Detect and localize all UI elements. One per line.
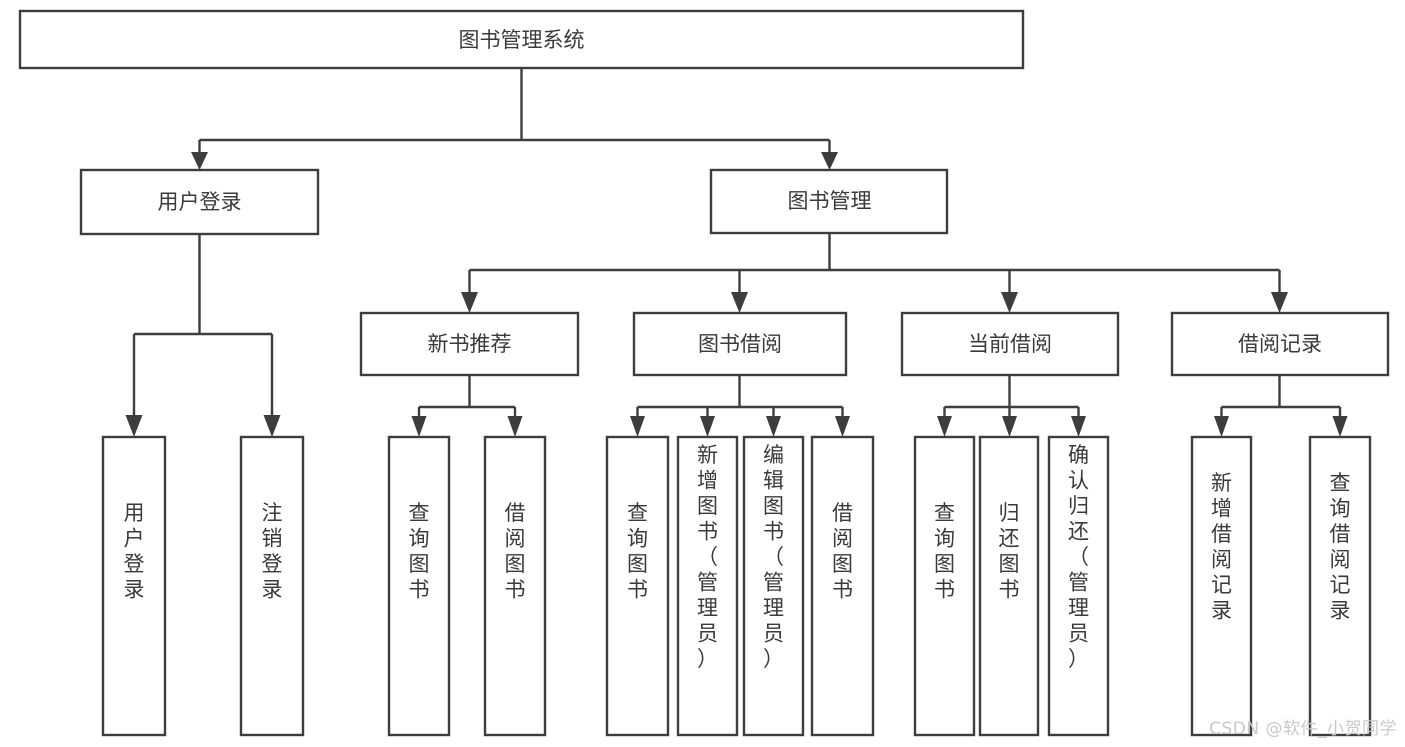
- node-leaf-user-login-label: 用户登录: [124, 501, 145, 602]
- node-book-manage[interactable]: 图书管理: [709, 168, 949, 235]
- node-leaf-rec-query-record-label: 查询借阅记录: [1330, 471, 1351, 623]
- arrow-head-new-book-rec: [461, 292, 478, 313]
- arrow-head-book-borrow: [731, 292, 748, 313]
- node-leaf-rec-query-book[interactable]: 查询图书: [387, 435, 451, 737]
- node-leaf-borrow-add-book-label: 新增图书（管理员）: [697, 443, 718, 671]
- node-leaf-user-logout-label: 注销登录: [262, 501, 283, 602]
- node-leaf-rec-add-record-label: 新增借阅记录: [1211, 471, 1232, 623]
- node-leaf-borrow-borrow-book-label: 借阅图书: [832, 501, 853, 602]
- node-leaf-borrow-edit-book-box[interactable]: [742, 435, 805, 737]
- node-user-login[interactable]: 用户登录: [79, 168, 320, 236]
- arrow-head-book-manage: [821, 152, 838, 170]
- node-root[interactable]: 图书管理系统: [18, 9, 1025, 70]
- arrow-head-leaf-borrow-borrow-book: [835, 416, 850, 437]
- node-leaf-user-login-box[interactable]: [101, 435, 167, 737]
- arrow-head-leaf-rec-query-record: [1332, 416, 1348, 437]
- arrow-head-leaf-cur-confirm-return: [1071, 416, 1086, 437]
- csdn-watermark: CSDN @软件_小贺同学: [1209, 719, 1397, 739]
- node-leaf-borrow-query-book-box[interactable]: [605, 435, 670, 737]
- node-current-borrow-label: 当前借阅: [968, 332, 1052, 356]
- node-leaf-borrow-add-book[interactable]: 新增图书（管理员）: [676, 435, 739, 737]
- node-leaf-borrow-query-book[interactable]: 查询图书: [605, 435, 670, 737]
- node-leaf-borrow-edit-book-label: 编辑图书（管理员）: [763, 443, 784, 671]
- node-leaf-cur-query-book-box[interactable]: [913, 435, 976, 737]
- node-leaf-cur-confirm-return[interactable]: 确认归还（管理员）: [1047, 435, 1110, 737]
- node-leaf-rec-query-record-box[interactable]: [1308, 435, 1372, 737]
- node-leaf-user-logout[interactable]: 注销登录: [239, 435, 305, 737]
- arrow-head-leaf-cur-return-book: [1002, 416, 1017, 437]
- node-leaf-cur-return-book-label: 归还图书: [999, 501, 1020, 602]
- node-leaf-rec-query-record[interactable]: 查询借阅记录: [1308, 435, 1372, 737]
- node-leaf-rec-query-book-label: 查询图书: [409, 501, 430, 602]
- node-leaf-cur-query-book-label: 查询图书: [934, 501, 955, 602]
- node-leaf-rec-borrow-book-box[interactable]: [483, 435, 547, 737]
- arrow-head-current-borrow: [1001, 292, 1018, 313]
- node-leaf-borrow-query-book-label: 查询图书: [627, 501, 648, 602]
- node-new-book-rec-label: 新书推荐: [428, 332, 512, 356]
- node-user-login-label: 用户登录: [158, 190, 242, 214]
- node-leaf-rec-borrow-book-label: 借阅图书: [505, 501, 526, 602]
- node-current-borrow-box[interactable]: [900, 311, 1120, 377]
- node-leaf-borrow-borrow-book-box[interactable]: [810, 435, 875, 737]
- node-book-borrow[interactable]: 图书借阅: [632, 311, 848, 377]
- node-book-manage-box[interactable]: [709, 168, 949, 235]
- node-borrow-record-box[interactable]: [1170, 311, 1390, 377]
- node-leaf-cur-confirm-return-label: 确认归还（管理员）: [1068, 443, 1089, 671]
- arrow-head-leaf-borrow-edit-book: [766, 416, 781, 437]
- arrow-head-leaf-borrow-add-book: [700, 416, 715, 437]
- arrow-head-borrow-record: [1271, 292, 1288, 313]
- node-leaf-rec-add-record[interactable]: 新增借阅记录: [1190, 435, 1253, 737]
- node-leaf-borrow-edit-book[interactable]: 编辑图书（管理员）: [742, 435, 805, 737]
- node-leaf-cur-return-book-box[interactable]: [978, 435, 1040, 737]
- arrow-head-user-login: [191, 152, 208, 170]
- node-user-login-box[interactable]: [79, 168, 320, 236]
- node-leaf-user-logout-box[interactable]: [239, 435, 305, 737]
- arrow-head-leaf-borrow-query-book: [630, 416, 645, 437]
- node-new-book-rec-box[interactable]: [359, 311, 580, 377]
- node-current-borrow[interactable]: 当前借阅: [900, 311, 1120, 377]
- arrow-head-leaf-user-login: [125, 415, 143, 437]
- arrow-head-leaf-rec-add-record: [1214, 416, 1229, 437]
- arrow-head-leaf-rec-borrow-book: [507, 416, 523, 437]
- arrow-head-leaf-rec-query-book: [411, 416, 427, 437]
- node-leaf-borrow-add-book-box[interactable]: [676, 435, 739, 737]
- node-borrow-record-label: 借阅记录: [1238, 332, 1322, 356]
- node-leaf-borrow-borrow-book[interactable]: 借阅图书: [810, 435, 875, 737]
- node-leaf-cur-confirm-return-box[interactable]: [1047, 435, 1110, 737]
- connector-layer: [125, 68, 1348, 437]
- arrow-head-leaf-cur-query-book: [937, 416, 952, 437]
- node-leaf-cur-return-book[interactable]: 归还图书: [978, 435, 1040, 737]
- node-leaf-rec-borrow-book[interactable]: 借阅图书: [483, 435, 547, 737]
- arrow-head-leaf-user-logout: [263, 415, 281, 437]
- node-leaf-rec-add-record-box[interactable]: [1190, 435, 1253, 737]
- node-leaf-cur-query-book[interactable]: 查询图书: [913, 435, 976, 737]
- node-new-book-rec[interactable]: 新书推荐: [359, 311, 580, 377]
- node-book-manage-label: 图书管理: [788, 189, 872, 213]
- node-leaf-user-login[interactable]: 用户登录: [101, 435, 167, 737]
- node-book-borrow-label: 图书借阅: [698, 332, 782, 356]
- node-leaf-rec-query-book-box[interactable]: [387, 435, 451, 737]
- node-book-borrow-box[interactable]: [632, 311, 848, 377]
- node-root-box[interactable]: [18, 9, 1025, 70]
- node-borrow-record[interactable]: 借阅记录: [1170, 311, 1390, 377]
- node-root-label: 图书管理系统: [459, 28, 585, 52]
